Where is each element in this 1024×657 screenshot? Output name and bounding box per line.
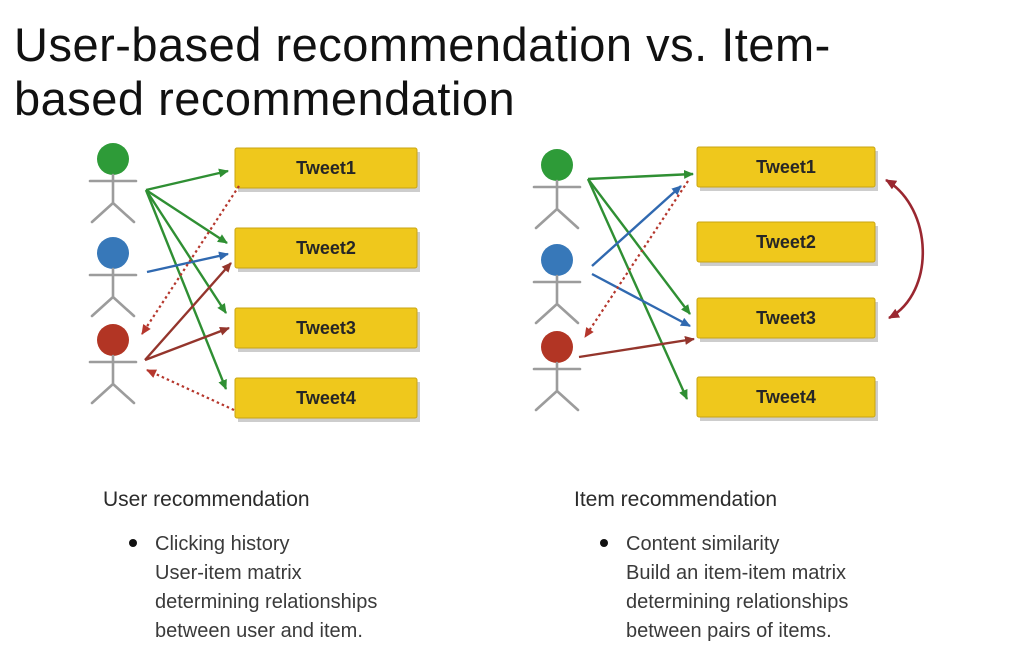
note-line: User-item matrix (155, 562, 302, 584)
arrow-green-tweet1 (587, 169, 694, 181)
note-line: between pairs of items. (626, 620, 832, 642)
dotted-arrow-tweet1-to-red-user (584, 180, 689, 338)
slide-title: User-based recommendation vs. Item- base… (14, 18, 1014, 126)
user-based-diagram: Tweet1 Tweet2 Tweet3 Tweet4 (88, 143, 420, 422)
arrow-blue-tweet2 (146, 251, 229, 274)
tweet1-label: Tweet1 (756, 157, 816, 177)
arrow-green-tweet3 (144, 189, 228, 314)
blue-user-head (541, 244, 573, 276)
user-item-arrows (141, 168, 240, 411)
green-user-figure (88, 143, 138, 224)
arrow-blue-tweet1 (591, 185, 682, 267)
tweet4-label: Tweet4 (296, 388, 356, 408)
arrow-green-tweet4 (586, 178, 689, 400)
tweet-boxes: Tweet1 Tweet2 Tweet3 Tweet4 (696, 146, 878, 421)
tweet1-box (696, 146, 876, 188)
slide-title-line1: User-based recommendation vs. Item- (14, 18, 831, 71)
note-line: Content similarity (626, 533, 780, 555)
green-user-figure (532, 149, 582, 230)
red-user-figure (88, 324, 138, 405)
arrow-green-tweet3 (587, 178, 691, 315)
tweet3-box (234, 307, 418, 349)
user-recommendation-heading: User recommendation (103, 488, 310, 511)
arrow-green-tweet1 (145, 168, 229, 192)
bullet-dot (600, 539, 608, 547)
green-user-head (97, 143, 129, 175)
tweet4-label: Tweet4 (756, 387, 816, 407)
blue-user-figure (88, 237, 138, 318)
dotted-arrow-tweet1-to-red-user (141, 185, 240, 335)
blue-user-head (97, 237, 129, 269)
red-user-head (541, 331, 573, 363)
tweet3-box (696, 297, 876, 339)
tweet2-box (234, 227, 418, 269)
red-user-figure (532, 331, 582, 412)
arrow-red-tweet3 (578, 335, 695, 359)
slide-title-line2: based recommendation (14, 72, 516, 125)
tweet3-label: Tweet3 (756, 308, 816, 328)
item-based-diagram: Tweet1 Tweet2 Tweet3 Tweet4 (532, 146, 925, 421)
tweet3-label: Tweet3 (296, 318, 356, 338)
green-user-head (541, 149, 573, 181)
arrow-red-tweet3 (144, 326, 230, 362)
item-recommendation-heading: Item recommendation (574, 488, 778, 511)
arrow-green-tweet2 (145, 188, 228, 245)
user-recommendation-notes: User recommendation Clicking history Use… (103, 488, 377, 646)
note-line: Build an item-item matrix (626, 562, 847, 584)
curved-similarity-arrow-tweet1-tweet3 (885, 178, 925, 320)
note-line: between user and item. (155, 620, 363, 642)
bullet-dot (129, 539, 137, 547)
item-recommendation-notes: Item recommendation Content similarity B… (574, 488, 848, 646)
tweet4-box (234, 377, 418, 419)
tweet-boxes: Tweet1 Tweet2 Tweet3 Tweet4 (234, 147, 420, 422)
tweet2-box (696, 221, 876, 263)
note-line: Clicking history (155, 533, 290, 555)
arrow-red-tweet2 (144, 262, 232, 361)
tweet2-label: Tweet2 (296, 238, 356, 258)
blue-user-figure (532, 244, 582, 325)
tweet4-box (696, 376, 876, 418)
tweet1-label: Tweet1 (296, 158, 356, 178)
tweet1-box (234, 147, 418, 189)
red-user-head (97, 324, 129, 356)
arrow-blue-tweet3 (591, 272, 691, 328)
note-line: determining relationships (155, 591, 378, 613)
user-item-arrows (578, 169, 925, 400)
tweet2-label: Tweet2 (756, 232, 816, 252)
note-line: determining relationships (626, 591, 849, 613)
arrow-green-tweet4 (144, 189, 228, 390)
